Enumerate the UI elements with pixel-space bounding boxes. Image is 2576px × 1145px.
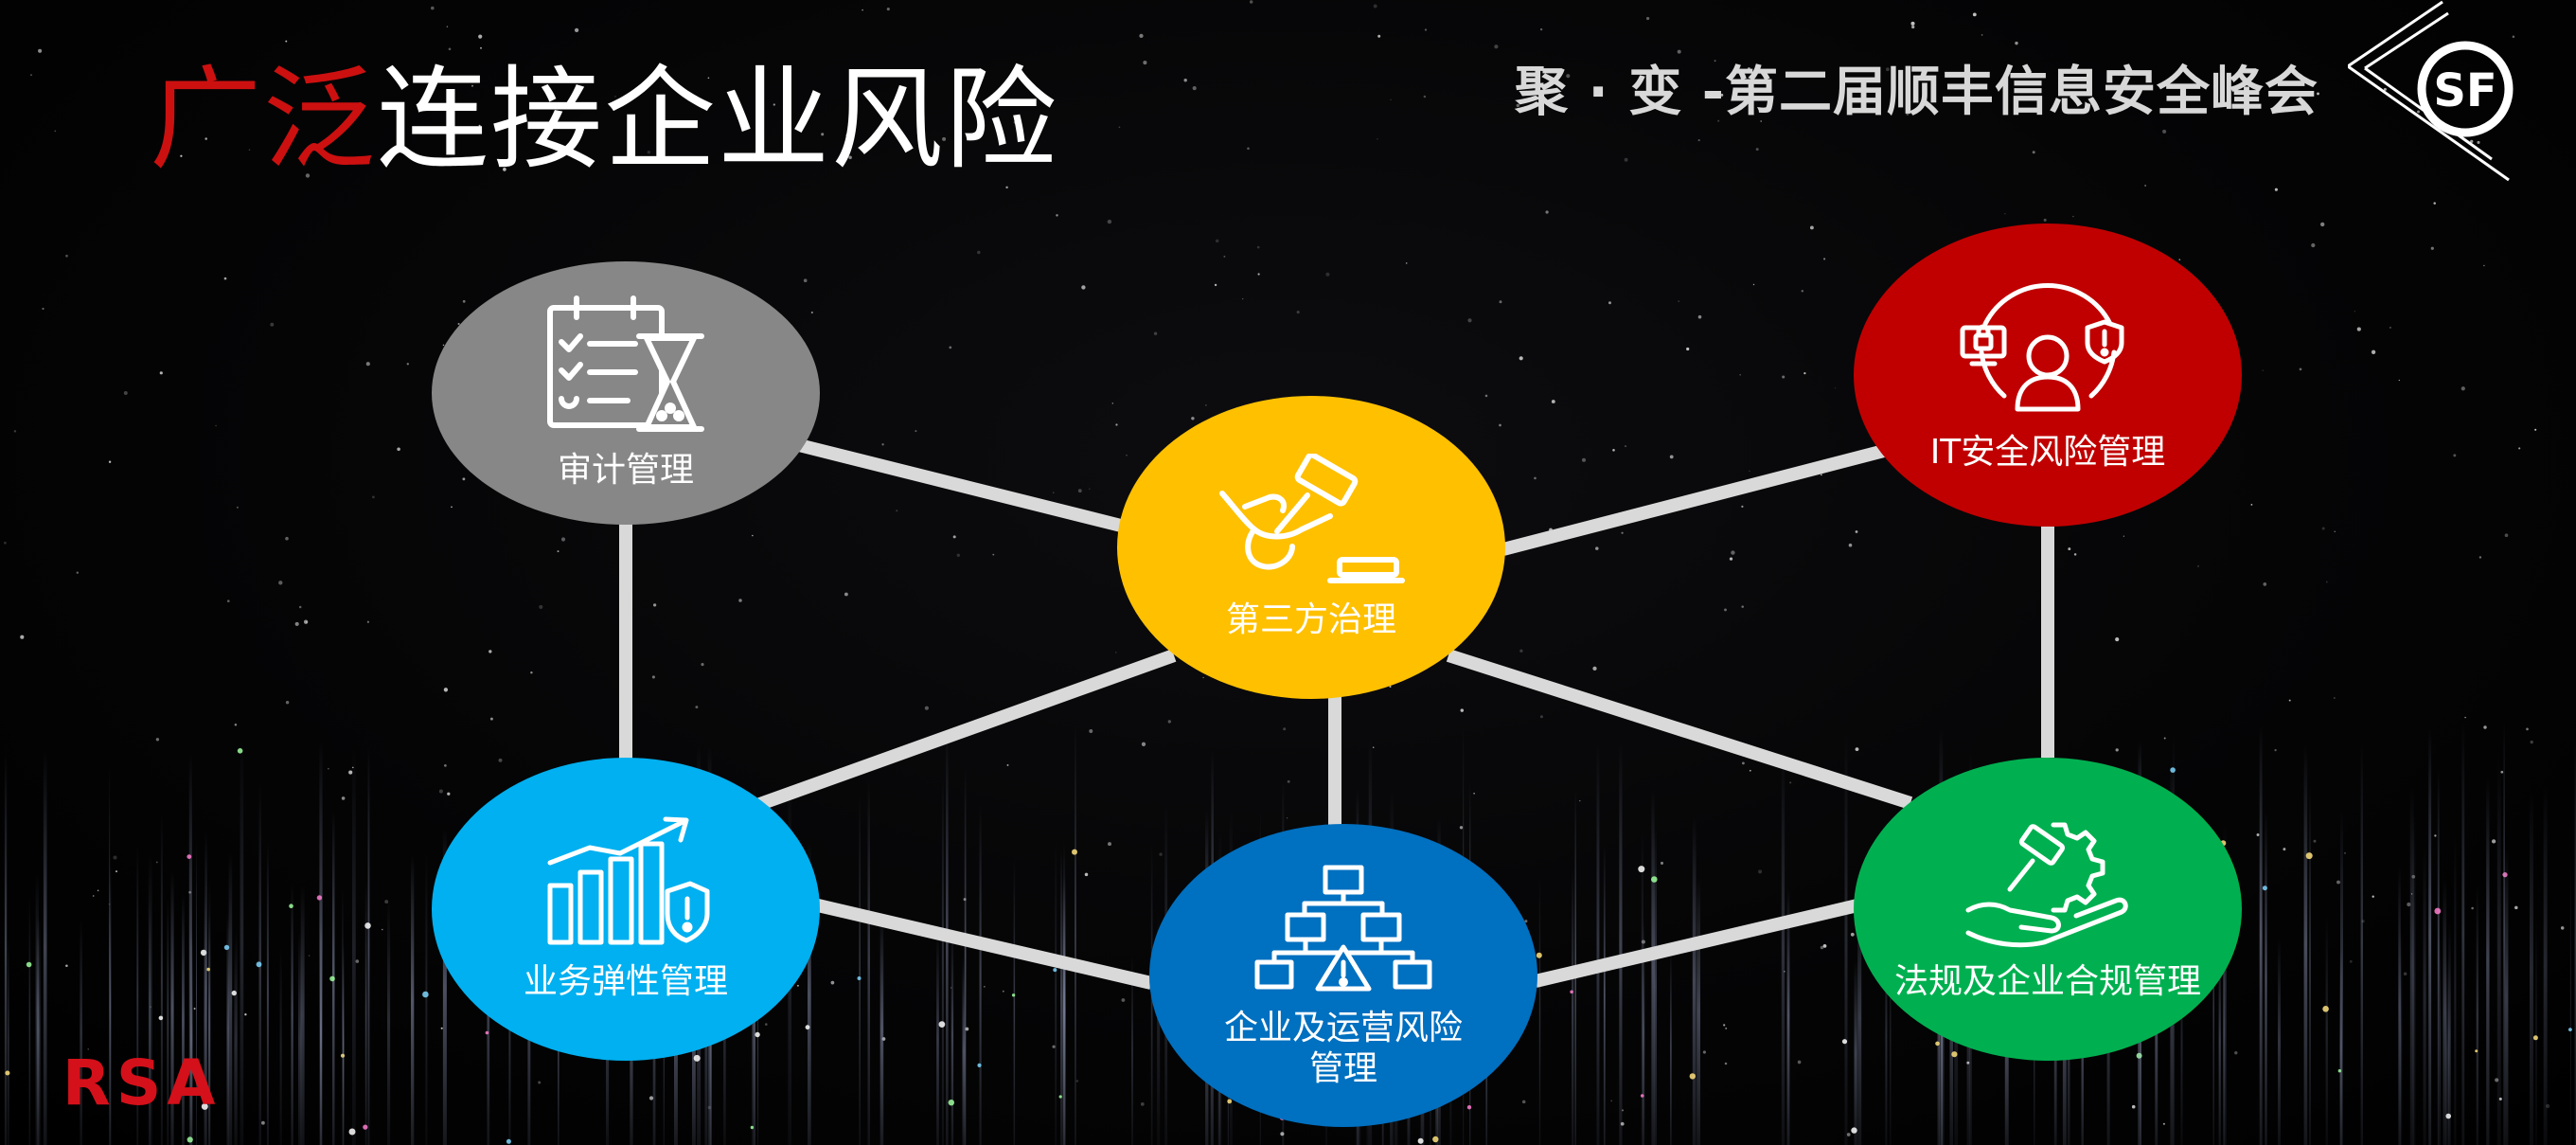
rsa-logo: RSA — [62, 1047, 222, 1119]
bar-chart-shield-icon — [547, 816, 710, 945]
node-audit-management: 审计管理 — [432, 261, 820, 525]
hierarchy-warning-icon — [1254, 865, 1432, 992]
node-audit-label: 审计管理 — [557, 451, 694, 491]
connector-audit-third — [790, 437, 1127, 533]
summit-banner: 聚 · 变 -第二届顺丰信息安全峰会 — [1515, 62, 2319, 123]
sf-logo: SF — [2348, 0, 2514, 182]
connector-third-resil — [755, 649, 1177, 812]
page-title-accent: 广泛 — [150, 54, 378, 185]
page-title: 广泛连接企业风险 — [150, 58, 1058, 182]
node-operations-label-line2: 管理 — [1308, 1049, 1377, 1088]
page-title-rest: 连接企业风险 — [377, 54, 1059, 185]
connector-resil-ops — [816, 899, 1153, 990]
node-operations-label: 企业及运营风险 管理 — [1224, 1008, 1463, 1089]
gavel-gear-hand-icon — [1965, 822, 2128, 948]
sf-logo-text: SF — [2433, 64, 2496, 117]
node-regulatory-compliance: 法规及企业合规管理 — [1854, 758, 2242, 1061]
node-enterprise-operational-risk: 企业及运营风险 管理 — [1149, 824, 1537, 1127]
node-resilience-label: 业务弹性管理 — [523, 962, 728, 1002]
checklist-hourglass-icon — [547, 295, 704, 433]
node-business-resilience: 业务弹性管理 — [432, 758, 820, 1061]
node-third-party-label: 第三方治理 — [1225, 600, 1396, 640]
node-operations-label-line1: 企业及运营风险 — [1223, 1008, 1463, 1047]
connector-third-it — [1501, 444, 1886, 556]
connector-ops-legal — [1534, 899, 1859, 988]
node-compliance-label: 法规及企业合规管理 — [1893, 962, 2201, 1002]
gavel-handshake-icon — [1219, 454, 1405, 584]
node-it-security-label: IT安全风险管理 — [1929, 433, 2166, 473]
node-third-party-governance: 第三方治理 — [1117, 396, 1505, 699]
user-security-cycle-icon — [1960, 283, 2124, 412]
connector-third-legal — [1446, 649, 1913, 810]
node-it-security-risk: IT安全风险管理 — [1854, 224, 2242, 527]
